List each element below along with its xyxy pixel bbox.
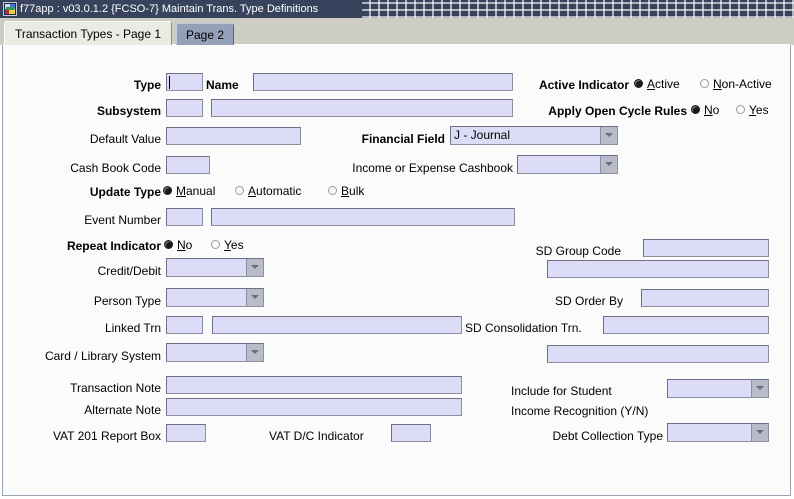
subsystem-description-input[interactable] xyxy=(211,99,513,117)
label-subsystem: Subsystem xyxy=(96,104,161,118)
sd-group-code-input[interactable] xyxy=(643,239,769,257)
label-active-indicator: Active Indicator xyxy=(538,78,629,92)
name-input[interactable] xyxy=(253,73,513,91)
label-name: Name xyxy=(206,78,239,92)
tab-page-2[interactable]: Page 2 xyxy=(176,23,234,45)
label-person-type: Person Type xyxy=(93,294,161,308)
title-bar-solid-region xyxy=(0,0,362,18)
label-include-for-student-line2: Income Recognition (Y/N) xyxy=(511,404,649,418)
label-card-library-system: Card / Library System xyxy=(44,349,161,363)
event-number-description-input[interactable] xyxy=(211,208,515,226)
label-update-type: Update Type xyxy=(89,185,161,199)
label-linked-trn: Linked Trn xyxy=(104,321,161,335)
tab-transaction-types-page-1[interactable]: Transaction Types - Page 1 xyxy=(4,21,172,45)
subsystem-code-input[interactable] xyxy=(166,99,203,117)
chevron-down-icon[interactable] xyxy=(246,259,263,276)
window-title-bar[interactable]: f77app : v03.0.1.2 {FCSO-7} Maintain Tra… xyxy=(0,0,794,18)
chevron-down-icon[interactable] xyxy=(600,127,617,144)
label-apply-open-cycle-rules: Apply Open Cycle Rules xyxy=(548,104,687,118)
financial-field-dropdown[interactable]: J - Journal xyxy=(450,126,618,145)
application-icon xyxy=(3,2,17,16)
label-income-or-expense-cashbook: Income or Expense Cashbook xyxy=(352,161,513,175)
income-or-expense-cashbook-dropdown[interactable] xyxy=(517,155,618,174)
person-type-dropdown[interactable] xyxy=(166,288,264,307)
chevron-down-icon[interactable] xyxy=(751,380,768,397)
label-sd-order-by: SD Order By xyxy=(554,294,623,308)
linked-trn-code-input[interactable] xyxy=(166,316,203,334)
chevron-down-icon[interactable] xyxy=(246,344,263,361)
vat-dc-indicator-input[interactable] xyxy=(391,424,431,442)
label-event-number: Event Number xyxy=(84,213,161,227)
label-financial-field: Financial Field xyxy=(361,132,445,146)
radio-dot-unselected xyxy=(211,240,220,249)
label-vat-dc-indicator: VAT D/C Indicator xyxy=(269,429,364,443)
window-title-text: f77app : v03.0.1.2 {FCSO-7} Maintain Tra… xyxy=(20,3,319,15)
alternate-note-input[interactable] xyxy=(166,398,462,416)
label-alternate-note: Alternate Note xyxy=(84,403,161,417)
radio-dot-unselected xyxy=(328,186,337,195)
sd-group-description-input[interactable] xyxy=(547,260,769,278)
radio-dot-selected xyxy=(634,79,643,88)
radio-dot-selected xyxy=(163,186,172,195)
cash-book-code-input[interactable] xyxy=(166,156,210,174)
label-cash-book-code: Cash Book Code xyxy=(70,161,161,175)
label-include-for-student-line1: Include for Student xyxy=(511,384,612,398)
tab-strip: Transaction Types - Page 1 Page 2 xyxy=(0,18,794,45)
transaction-note-input[interactable] xyxy=(166,376,462,394)
label-type: Type xyxy=(133,78,161,92)
radio-dot-unselected xyxy=(235,186,244,195)
label-sd-group-code: SD Group Code xyxy=(535,244,621,258)
debt-collection-type-dropdown[interactable] xyxy=(667,423,769,442)
label-credit-debit: Credit/Debit xyxy=(97,264,161,278)
sd-consolidation-description-input[interactable] xyxy=(547,345,769,363)
card-library-system-dropdown[interactable] xyxy=(166,343,264,362)
sd-order-by-input[interactable] xyxy=(641,289,769,307)
radio-dot-unselected xyxy=(700,79,709,88)
financial-field-value: J - Journal xyxy=(454,128,511,142)
radio-dot-selected xyxy=(164,240,173,249)
label-debt-collection-type: Debt Collection Type xyxy=(552,429,663,443)
chevron-down-icon[interactable] xyxy=(600,156,617,173)
event-number-code-input[interactable] xyxy=(166,208,203,226)
default-value-input[interactable] xyxy=(166,127,301,145)
radio-dot-selected xyxy=(691,105,700,114)
label-default-value: Default Value xyxy=(89,132,161,146)
credit-debit-dropdown[interactable] xyxy=(166,258,264,277)
linked-trn-description-input[interactable] xyxy=(212,316,462,334)
chevron-down-icon[interactable] xyxy=(246,289,263,306)
radio-dot-unselected xyxy=(736,105,745,114)
vat-201-report-box-input[interactable] xyxy=(166,424,206,442)
type-input[interactable] xyxy=(166,73,203,91)
form-canvas: Type Name Active Indicator Active Non-Ac… xyxy=(2,44,791,496)
label-vat-201-report-box: VAT 201 Report Box xyxy=(52,429,161,443)
include-for-student-dropdown[interactable] xyxy=(667,379,769,398)
label-repeat-indicator: Repeat Indicator xyxy=(66,239,161,253)
label-transaction-note: Transaction Note xyxy=(70,381,161,395)
sd-consolidation-trn-input[interactable] xyxy=(603,316,769,334)
label-sd-consolidation-trn: SD Consolidation Trn. xyxy=(465,321,582,335)
chevron-down-icon[interactable] xyxy=(751,424,768,441)
